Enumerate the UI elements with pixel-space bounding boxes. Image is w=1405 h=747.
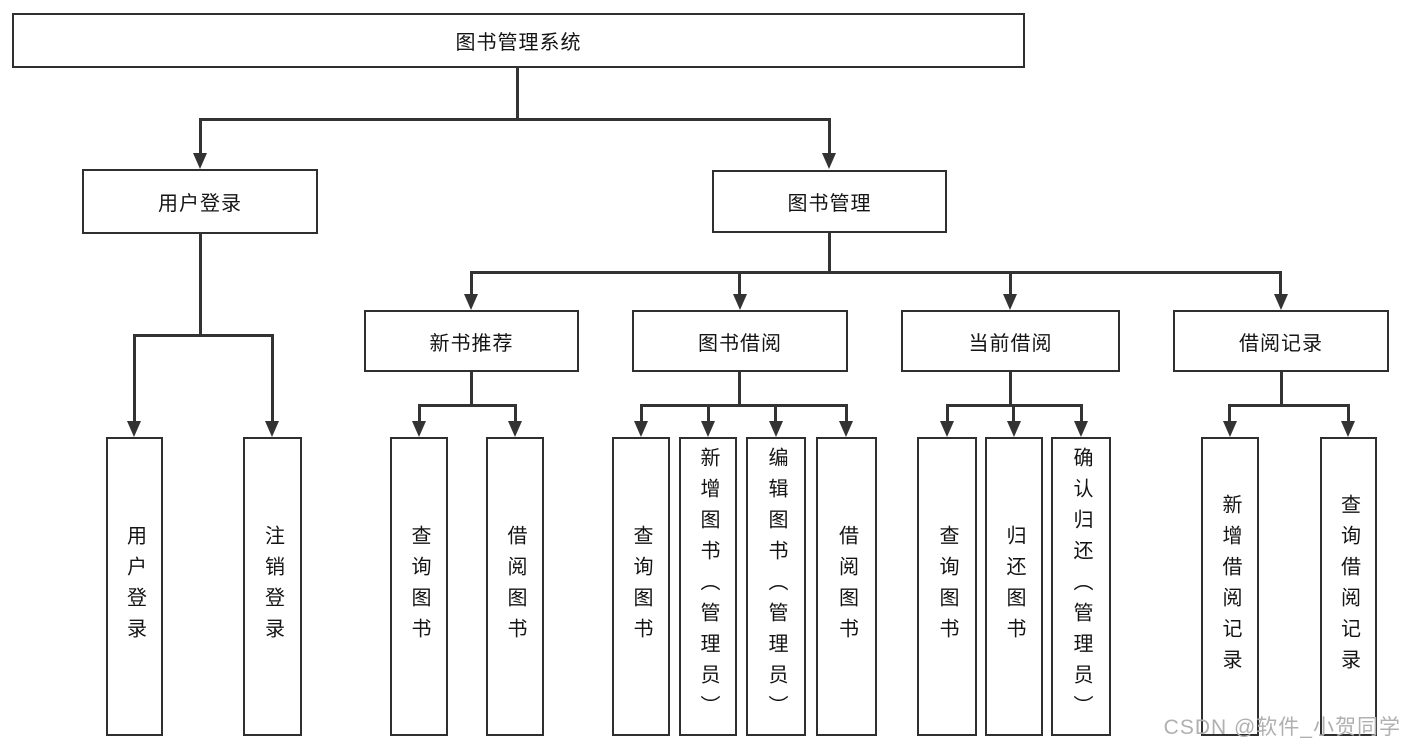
watermark-text: CSDN @软件_小贺同学 <box>1163 716 1401 739</box>
leaf-edit-book-admin: 编辑图书（管理员） <box>746 437 806 736</box>
node-label: 用户登录 <box>158 193 242 215</box>
connector-line <box>640 404 848 407</box>
leaf-label: 查询借阅记录 <box>1337 493 1360 680</box>
leaf-label: 借阅图书 <box>504 524 526 649</box>
arrowhead <box>508 421 522 437</box>
leaf-label: 查询图书 <box>408 524 430 649</box>
connector-line <box>1012 404 1015 423</box>
connector-line <box>1080 404 1083 423</box>
arrowhead <box>769 421 783 437</box>
connector-line <box>946 404 949 423</box>
leaf-label: 查询图书 <box>630 524 652 649</box>
connector-line <box>199 232 202 336</box>
connector-line <box>133 334 274 337</box>
arrowhead <box>822 153 836 169</box>
arrowhead <box>1341 421 1355 437</box>
connector-line <box>514 404 517 423</box>
node-borrowing-records: 借阅记录 <box>1173 310 1389 372</box>
leaf-label: 用户登录 <box>123 524 146 649</box>
connector-line <box>1347 404 1350 423</box>
leaf-query-books-borrowing: 查询图书 <box>612 437 670 736</box>
leaf-return-books: 归还图书 <box>985 437 1043 736</box>
connector-line <box>418 404 517 407</box>
leaf-label: 注销登录 <box>261 524 284 649</box>
arrowhead <box>412 421 426 437</box>
node-label: 图书管理系统 <box>455 32 582 54</box>
arrowhead <box>1274 294 1288 310</box>
connector-line <box>271 334 274 423</box>
arrowhead <box>464 294 478 310</box>
connector-line <box>845 404 848 423</box>
leaf-label: 确认归还（管理员） <box>1070 447 1092 726</box>
arrowhead <box>839 421 853 437</box>
arrowhead <box>193 153 207 169</box>
arrowhead <box>701 421 715 437</box>
connector-line <box>516 66 519 120</box>
node-new-book-recommendation: 新书推荐 <box>364 310 579 372</box>
node-book-borrowing: 图书借阅 <box>632 310 848 372</box>
leaf-label: 新增图书（管理员） <box>697 447 719 726</box>
leaf-label: 归还图书 <box>1003 524 1025 649</box>
leaf-label: 查询图书 <box>936 524 958 649</box>
arrowhead <box>1223 421 1237 437</box>
connector-line <box>738 372 741 406</box>
node-current-borrowing: 当前借阅 <box>901 310 1120 372</box>
connector-line <box>1228 404 1349 407</box>
connector-line <box>1009 372 1012 406</box>
connector-line <box>828 231 831 273</box>
leaf-query-borrow-record: 查询借阅记录 <box>1320 437 1377 736</box>
leaf-logout: 注销登录 <box>243 437 302 736</box>
leaf-query-books-recommend: 查询图书 <box>390 437 448 736</box>
connector-line <box>707 404 710 423</box>
leaf-label: 新增借阅记录 <box>1219 493 1241 680</box>
leaf-query-books-current: 查询图书 <box>917 437 977 736</box>
arrowhead <box>940 421 954 437</box>
leaf-borrow-books-recommend: 借阅图书 <box>486 437 544 736</box>
connector-line <box>738 271 741 297</box>
arrowhead <box>127 421 141 437</box>
connector-line <box>133 334 136 423</box>
leaf-label: 编辑图书（管理员） <box>765 447 787 726</box>
node-label: 当前借阅 <box>968 332 1053 355</box>
leaf-add-borrow-record: 新增借阅记录 <box>1201 437 1259 736</box>
connector-line <box>640 404 643 423</box>
connector-line <box>470 271 473 297</box>
connector-line <box>774 404 777 423</box>
node-label: 图书借阅 <box>698 332 782 355</box>
leaf-add-book-admin: 新增图书（管理员） <box>679 437 737 736</box>
node-label: 图书管理 <box>787 193 872 215</box>
connector-line <box>418 404 421 423</box>
arrowhead <box>733 294 747 310</box>
connector-line <box>199 118 202 154</box>
arrowhead <box>634 421 648 437</box>
arrowhead <box>1007 421 1021 437</box>
connector-line <box>828 118 831 154</box>
leaf-user-login: 用户登录 <box>106 437 163 736</box>
connector-line <box>199 118 831 121</box>
connector-line <box>470 372 473 406</box>
node-label: 新书推荐 <box>429 332 514 355</box>
connector-line <box>1009 271 1012 297</box>
connector-line <box>1279 271 1282 297</box>
arrowhead <box>1074 421 1088 437</box>
leaf-borrow-books: 借阅图书 <box>816 437 877 736</box>
node-book-management: 图书管理 <box>712 170 947 233</box>
leaf-label: 借阅图书 <box>835 524 858 649</box>
arrowhead <box>1003 294 1017 310</box>
connector-line <box>470 271 1282 274</box>
connector-line <box>1280 372 1283 406</box>
node-user-login: 用户登录 <box>82 169 318 234</box>
arrowhead <box>265 421 279 437</box>
leaf-confirm-return-admin: 确认归还（管理员） <box>1051 437 1111 736</box>
node-label: 借阅记录 <box>1239 332 1323 355</box>
connector-line <box>1228 404 1231 423</box>
node-library-management-system: 图书管理系统 <box>12 13 1025 68</box>
